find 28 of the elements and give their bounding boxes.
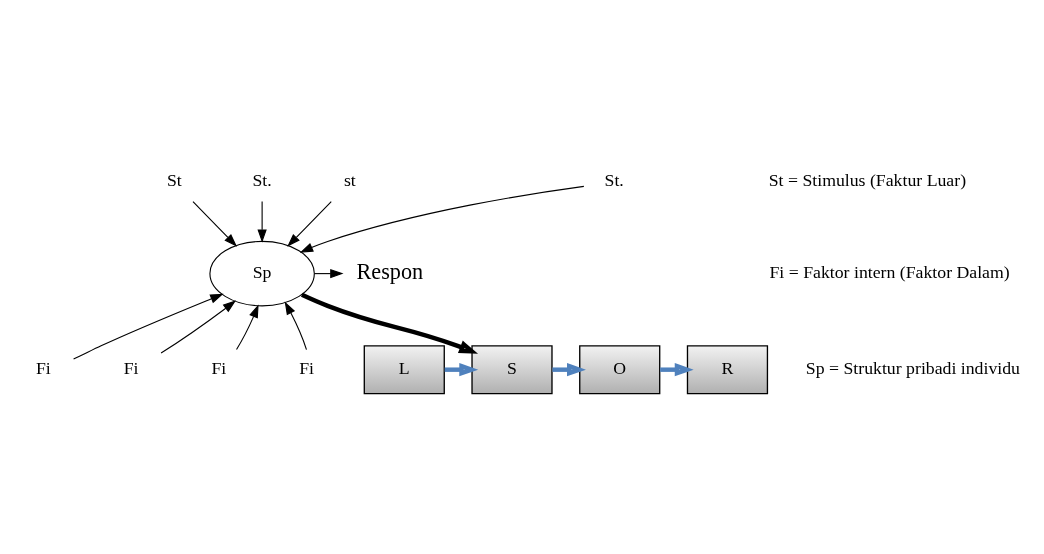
arrow <box>284 300 308 350</box>
arrow <box>444 362 479 376</box>
node-text: Fi <box>299 357 314 378</box>
node-text: Fi <box>211 357 227 378</box>
arrow <box>287 200 332 247</box>
label: Sp = Struktur pribadi individu <box>805 357 1020 378</box>
arrow <box>552 362 586 376</box>
arrow <box>660 362 694 376</box>
arrow <box>301 292 478 354</box>
node-box: S <box>471 344 553 394</box>
node-box: O <box>579 344 661 394</box>
label: Fi = Faktor intern (Faktor Dalam) <box>769 261 1010 282</box>
node-text: Fi <box>123 357 139 378</box>
node-box: R <box>686 344 769 394</box>
node-text: St. <box>252 169 272 190</box>
arrow <box>299 185 585 253</box>
label: St = Stimulus (Faktur Luar) <box>768 169 967 190</box>
arrow <box>257 200 267 243</box>
node-text: st <box>343 169 356 190</box>
node-text: St <box>166 169 182 190</box>
arrow <box>73 293 224 360</box>
node-text: Fi <box>35 357 51 378</box>
node-text: Respon <box>356 258 424 284</box>
arrow <box>235 303 259 350</box>
node-box: L <box>363 344 445 394</box>
arrow <box>160 299 237 354</box>
arrow <box>192 200 238 247</box>
node-text: St. <box>604 169 624 190</box>
